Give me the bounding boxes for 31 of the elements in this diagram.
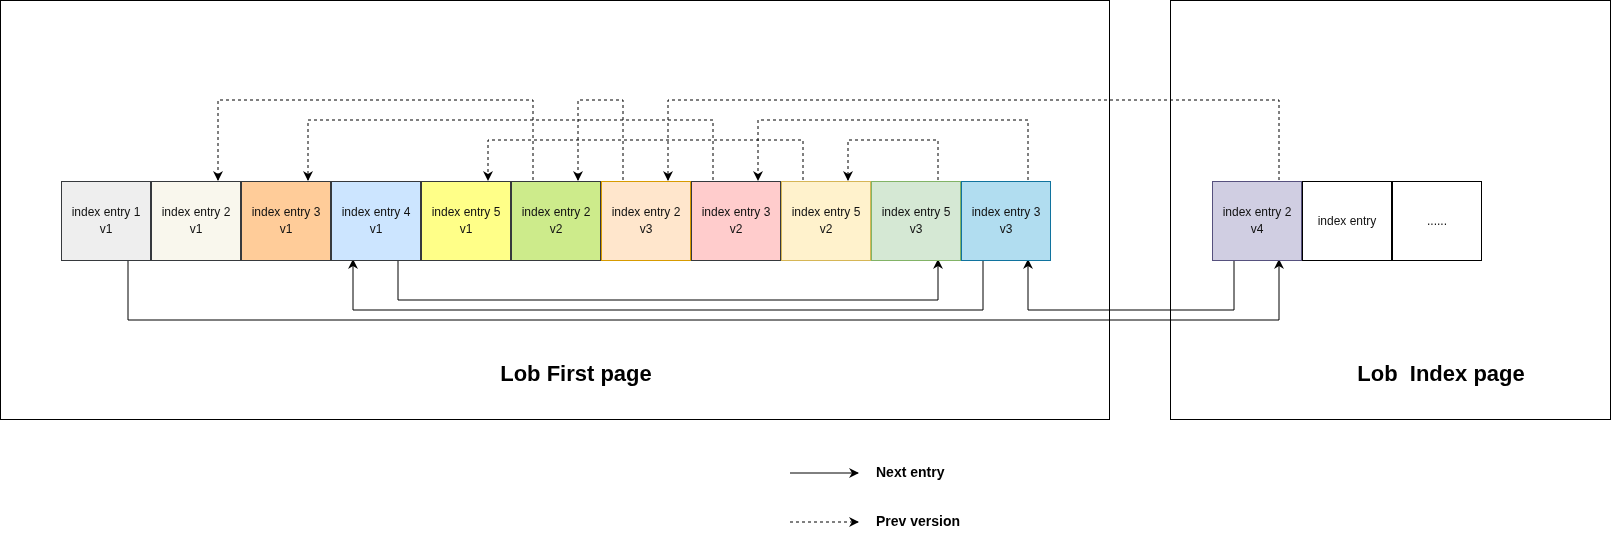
next-entry-arrow <box>397 259 943 301</box>
index-entry-box: index entry 5 v2 <box>781 181 871 261</box>
prev-version-arrow <box>843 139 939 181</box>
index-entry-box: index entry 5 v1 <box>421 181 511 261</box>
next-entry-arrow <box>1023 259 1235 311</box>
prev-version-arrow <box>573 99 624 181</box>
prev-version-arrow <box>663 99 1280 181</box>
prev-version-arrow <box>303 119 714 181</box>
page-container <box>1170 0 1611 420</box>
legend-label: Next entry <box>876 464 945 480</box>
index-entry-box: index entry 3 v2 <box>691 181 781 261</box>
prev-version-arrow <box>483 139 804 181</box>
index-entry-box: index entry 4 v1 <box>331 181 421 261</box>
page-heading: Lob Index page <box>1356 361 1526 387</box>
prev-version-arrow <box>753 119 1029 181</box>
prev-version-arrow <box>213 99 534 181</box>
index-entry-box: index entry 3 v3 <box>961 181 1051 261</box>
index-entry-box: index entry 2 v3 <box>601 181 691 261</box>
index-entry-box: index entry <box>1302 181 1392 261</box>
index-entry-box: index entry 2 v1 <box>151 181 241 261</box>
index-entry-box: index entry 5 v3 <box>871 181 961 261</box>
index-entry-box: index entry 2 v4 <box>1212 181 1302 261</box>
index-entry-box: index entry 3 v1 <box>241 181 331 261</box>
page-container <box>0 0 1110 420</box>
index-entry-box: index entry 2 v2 <box>511 181 601 261</box>
next-entry-arrow <box>348 259 984 311</box>
legend-label: Prev version <box>876 513 961 529</box>
next-entry-arrow <box>127 259 1284 321</box>
page-heading: Lob First page <box>499 361 653 387</box>
index-entry-box: ...... <box>1392 181 1482 261</box>
index-entry-box: index entry 1 v1 <box>61 181 151 261</box>
